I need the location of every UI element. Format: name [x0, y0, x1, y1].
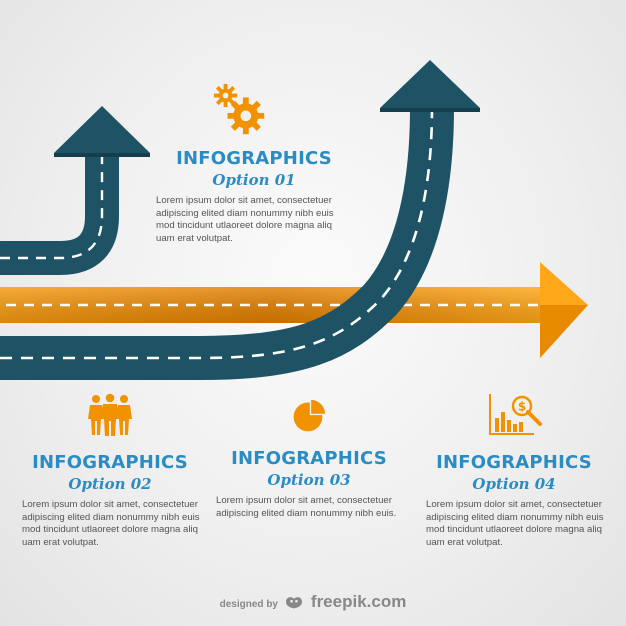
option-02-line: uam erat volutpat. [22, 536, 99, 548]
credit-line: designed by freepik.com [0, 592, 626, 612]
option-02-line: mod tincidunt utlaoreet dolore magna ali… [22, 524, 198, 536]
small-road-arrow [0, 106, 150, 275]
option-01-line: uam erat volutpat. [156, 232, 233, 244]
option-01-line: adipiscing elited diam nonummy nibh euis [156, 207, 334, 219]
option-03-title: INFOGRAPHICS [231, 448, 387, 469]
option-03-block: INFOGRAPHICS Option 03 Lorem ipsum dolor… [216, 449, 416, 520]
option-04-line: adipiscing elited diam nonummy nibh euis [426, 511, 604, 523]
gears-icon [213, 83, 265, 135]
option-04-title: INFOGRAPHICS [436, 452, 592, 473]
curved-road-arrow [0, 60, 480, 380]
option-03-line: adipiscing elited diam nonummy nibh euis… [216, 507, 397, 519]
pie-chart-icon [293, 399, 326, 432]
option-03-line: Lorem ipsum dolor sit amet, consectetuer [216, 495, 392, 506]
option-01-line: Lorem ipsum dolor sit amet, consectetuer [156, 195, 332, 206]
option-02-line: adipiscing elited diam nonummy nibh euis [22, 511, 200, 523]
option-04-line: mod tincidunt utlaoreet dolore magna ali… [426, 524, 602, 536]
option-04-line: Lorem ipsum dolor sit amet, consectetuer [426, 499, 602, 510]
option-01-title: INFOGRAPHICS [176, 148, 332, 169]
team-people-icon [88, 393, 132, 436]
option-04-block: INFOGRAPHICS Option 04 Lorem ipsum dolor… [426, 453, 626, 549]
option-02-body: Lorem ipsum dolor sit amet, consectetuer… [22, 499, 222, 549]
financial-analysis-icon: $ [489, 394, 542, 435]
credit-prefix: designed by [219, 599, 278, 610]
freepik-logo-icon [286, 597, 303, 609]
orange-road-arrow [0, 262, 588, 358]
option-01-body: Lorem ipsum dolor sit amet, consectetuer… [156, 195, 356, 245]
option-02-line: Lorem ipsum dolor sit amet, consectetuer [22, 499, 198, 510]
option-02-title: INFOGRAPHICS [32, 452, 188, 473]
credit-brand[interactable]: freepik.com [310, 592, 407, 611]
option-01-subtitle: Option 01 [212, 171, 296, 189]
option-04-body: Lorem ipsum dolor sit amet, consectetuer… [426, 499, 626, 549]
option-01-line: mod tincidunt utlaoreet dolore magna ali… [156, 220, 332, 232]
option-03-subtitle: Option 03 [267, 471, 351, 489]
option-04-subtitle: Option 04 [472, 475, 556, 493]
option-03-body: Lorem ipsum dolor sit amet, consectetuer… [216, 495, 416, 520]
option-01-block: INFOGRAPHICS Option 01 Lorem ipsum dolor… [156, 149, 356, 245]
option-02-block: INFOGRAPHICS Option 02 Lorem ipsum dolor… [22, 453, 222, 549]
option-02-subtitle: Option 02 [68, 475, 152, 493]
svg-text:$: $ [518, 400, 526, 414]
option-04-line: uam erat volutpat. [426, 536, 503, 548]
